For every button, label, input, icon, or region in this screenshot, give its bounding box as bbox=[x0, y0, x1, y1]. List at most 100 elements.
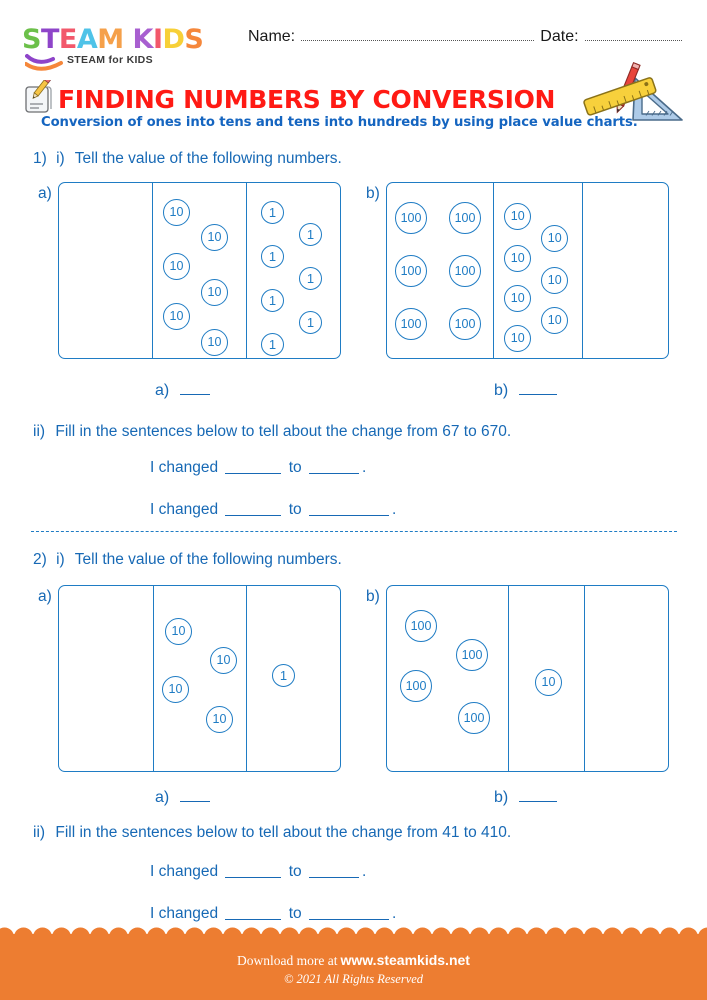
chip-one: 1 bbox=[272, 664, 295, 687]
logo-wordmark: STEAM KIDS bbox=[22, 26, 208, 53]
chip-ten: 10 bbox=[210, 647, 237, 674]
answer-2b-label: b) bbox=[494, 789, 509, 806]
chart-1b-label: b) bbox=[366, 185, 380, 202]
steam-kids-logo: STEAM KIDS STEAM for KIDS bbox=[22, 26, 208, 71]
chip-ten: 10 bbox=[201, 329, 228, 356]
chip-ten: 10 bbox=[504, 285, 532, 312]
question-2-heading: 2) i) Tell the value of the following nu… bbox=[33, 551, 342, 569]
question-2-sub-heading: ii) Fill in the sentences below to tell … bbox=[33, 824, 511, 842]
logo-tagline: STEAM for KIDS bbox=[67, 54, 153, 66]
sentence-2-2-blank-a[interactable] bbox=[225, 906, 282, 920]
answer-1b-blank[interactable] bbox=[518, 394, 557, 395]
chip-ten: 10 bbox=[504, 325, 532, 352]
logo-letter: E bbox=[58, 24, 77, 55]
page-header: STEAM KIDS STEAM for KIDS Name: Date: bbox=[0, 22, 707, 78]
page-subtitle: Conversion of ones into tens and tens in… bbox=[41, 115, 638, 130]
ruler-pencil-setsquare-icon bbox=[578, 61, 690, 129]
chart-1a-hundreds-column[interactable] bbox=[59, 183, 153, 358]
chip-ten: 10 bbox=[541, 307, 569, 334]
answer-line-1b[interactable]: b) bbox=[494, 382, 557, 400]
sentence-1-2-mid: to bbox=[288, 501, 302, 518]
date-input-line[interactable] bbox=[584, 39, 682, 41]
footer-copyright: © 2021 All Rights Reserved bbox=[283, 972, 424, 986]
name-label: Name: bbox=[248, 28, 296, 45]
chip-hundred: 100 bbox=[405, 610, 437, 642]
sentence-1-1[interactable]: I changed to . bbox=[150, 459, 366, 477]
chip-hundred: 100 bbox=[395, 255, 427, 287]
sentence-2-1-mid: to bbox=[288, 863, 302, 880]
chip-ten: 10 bbox=[201, 224, 228, 251]
question-2-roman: i) bbox=[56, 551, 65, 568]
chip-hundred: 100 bbox=[458, 702, 490, 734]
place-value-chart-1a: 10 10 10 10 10 10 1 1 1 1 1 1 1 bbox=[58, 182, 341, 359]
sentence-2-1-blank-b[interactable] bbox=[308, 864, 359, 878]
name-input-line[interactable] bbox=[301, 39, 535, 41]
chip-one: 1 bbox=[261, 333, 284, 356]
logo-swoosh-icon bbox=[25, 52, 73, 72]
sentence-1-2[interactable]: I changed to . bbox=[150, 501, 396, 519]
question-1-sub-heading: ii) Fill in the sentences below to tell … bbox=[33, 423, 511, 441]
chart-2b-label: b) bbox=[366, 588, 380, 605]
question-1-heading: 1) i) Tell the value of the following nu… bbox=[33, 150, 342, 168]
logo-letter: I bbox=[152, 24, 163, 55]
chart-2b-tens-column[interactable]: 10 bbox=[509, 586, 585, 771]
chip-ten: 10 bbox=[504, 203, 532, 230]
footer-download-text: Download more at bbox=[237, 953, 338, 968]
chart-1b-tens-column[interactable]: 10 10 10 10 10 10 10 bbox=[494, 183, 583, 358]
chip-ten: 10 bbox=[163, 253, 190, 280]
sentence-1-2-blank-a[interactable] bbox=[225, 502, 282, 516]
chip-hundred: 100 bbox=[449, 308, 481, 340]
sentence-1-2-blank-b[interactable] bbox=[308, 502, 389, 516]
answer-2a-label: a) bbox=[155, 789, 170, 806]
sentence-1-1-blank-b[interactable] bbox=[308, 460, 359, 474]
footer-site-link[interactable]: www.steamkids.net bbox=[340, 952, 470, 968]
sentence-2-1[interactable]: I changed to . bbox=[150, 863, 366, 881]
place-value-chart-2a: 10 10 10 10 1 bbox=[58, 585, 341, 772]
date-label: Date: bbox=[540, 28, 579, 45]
scallop-edge bbox=[0, 925, 707, 943]
chip-ten: 10 bbox=[165, 618, 192, 645]
chart-1a-ones-column[interactable]: 1 1 1 1 1 1 1 bbox=[247, 183, 340, 358]
answer-1b-label: b) bbox=[494, 382, 509, 399]
sentence-2-2-lead: I changed bbox=[150, 905, 219, 922]
sentence-1-1-mid: to bbox=[288, 459, 302, 476]
sentence-2-2[interactable]: I changed to . bbox=[150, 905, 396, 923]
answer-2a-blank[interactable] bbox=[179, 801, 210, 802]
chip-one: 1 bbox=[261, 289, 284, 312]
chart-2a-label: a) bbox=[38, 588, 52, 605]
place-value-chart-2b: 100 100 100 100 10 bbox=[386, 585, 669, 772]
logo-letter: A bbox=[76, 24, 98, 55]
title-row: FINDING NUMBERS BY CONVERSION bbox=[22, 76, 555, 119]
chip-hundred: 100 bbox=[395, 308, 427, 340]
chart-2a-hundreds-column[interactable] bbox=[59, 586, 154, 771]
chart-2a-tens-column[interactable]: 10 10 10 10 bbox=[154, 586, 247, 771]
question-1-number: 1) bbox=[33, 150, 47, 167]
sentence-2-1-blank-a[interactable] bbox=[225, 864, 282, 878]
logo-letter: D bbox=[162, 24, 185, 55]
answer-1a-blank[interactable] bbox=[179, 394, 210, 395]
sentence-1-1-blank-a[interactable] bbox=[225, 460, 282, 474]
chip-ten: 10 bbox=[541, 267, 569, 294]
answer-line-2a[interactable]: a) bbox=[155, 789, 210, 807]
question-1-sub-prompt: Fill in the sentences below to tell abou… bbox=[55, 423, 512, 440]
chip-hundred: 100 bbox=[449, 255, 481, 287]
sentence-2-2-blank-b[interactable] bbox=[308, 906, 389, 920]
chart-2b-ones-column[interactable] bbox=[585, 586, 668, 771]
place-value-chart-1b: 100 100 100 100 100 100 10 10 10 10 10 1… bbox=[386, 182, 669, 359]
logo-letter: K bbox=[132, 24, 154, 55]
chart-2a-ones-column[interactable]: 1 bbox=[247, 586, 339, 771]
question-1-sub-roman: ii) bbox=[33, 423, 46, 440]
chip-ten: 10 bbox=[535, 669, 562, 696]
answer-2b-blank[interactable] bbox=[518, 801, 557, 802]
chip-ten: 10 bbox=[504, 245, 532, 272]
chart-1b-ones-column[interactable] bbox=[583, 183, 668, 358]
answer-line-2b[interactable]: b) bbox=[494, 789, 557, 807]
answer-line-1a[interactable]: a) bbox=[155, 382, 210, 400]
chart-2b-hundreds-column[interactable]: 100 100 100 100 bbox=[387, 586, 509, 771]
logo-letter: M bbox=[97, 24, 124, 55]
chip-ten: 10 bbox=[201, 279, 228, 306]
chart-1b-hundreds-column[interactable]: 100 100 100 100 100 100 bbox=[387, 183, 495, 358]
chart-1a-tens-column[interactable]: 10 10 10 10 10 10 bbox=[153, 183, 247, 358]
